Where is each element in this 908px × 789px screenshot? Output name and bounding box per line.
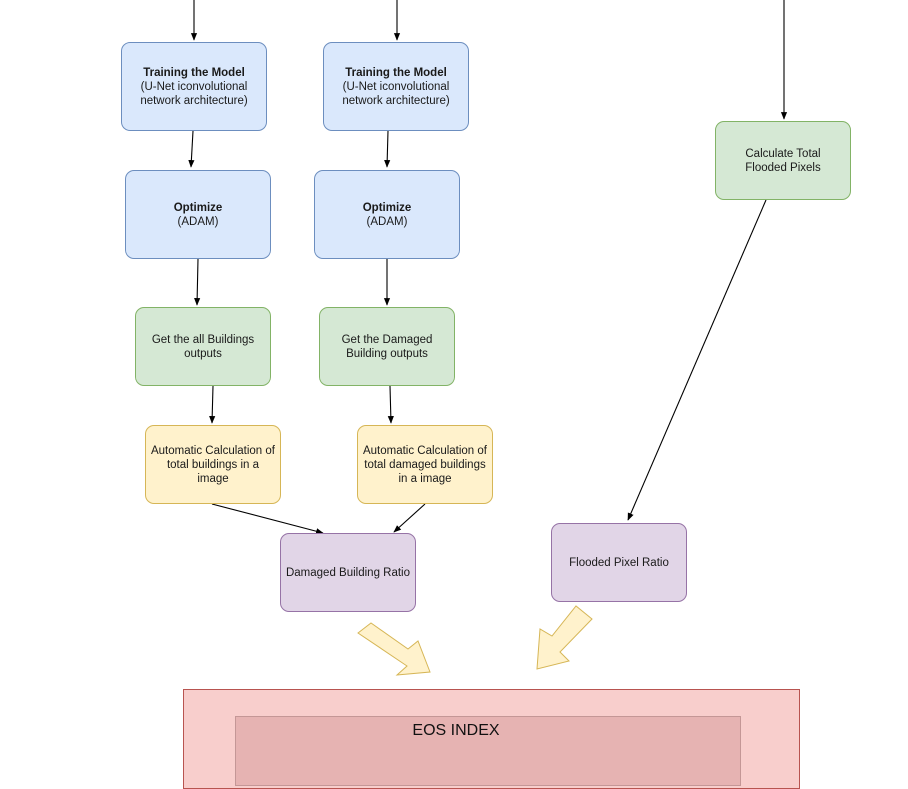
edge-calcdamaged-ratio	[393, 503, 426, 533]
edge-opt1-outall	[194, 258, 201, 306]
node-calc-total-buildings-label: Automatic Calculation of total buildings…	[150, 444, 275, 485]
node-train-model-1-title: Training the Model	[143, 66, 245, 79]
node-calc-total-buildings: Automatic Calculation of total buildings…	[145, 425, 281, 504]
node-train-model-1: Training the Model (U-Net iconvolutional…	[121, 42, 267, 131]
node-optimize-1-subtitle: (ADAM)	[177, 215, 219, 228]
eos-index-label: EOS INDEX	[412, 722, 500, 739]
edge-train2-opt2	[384, 130, 391, 168]
node-train-model-2-title: Training the Model	[345, 66, 447, 79]
edge-outall-calctotal	[209, 385, 216, 424]
edge-train1-opt1	[188, 130, 195, 168]
block-arrow-left	[357, 622, 431, 676]
node-train-model-2-subtitle: (U-Net iconvolutional network architectu…	[342, 80, 450, 107]
node-calc-damaged-buildings: Automatic Calculation of total damaged b…	[357, 425, 493, 504]
node-flooded-pixel-ratio-label: Flooded Pixel Ratio	[569, 556, 669, 569]
node-optimize-2-title: Optimize	[362, 201, 412, 214]
node-optimize-1: Optimize (ADAM)	[125, 170, 271, 259]
node-damaged-building-outputs: Get the Damaged Building outputs	[319, 307, 455, 386]
edge-calctotal-ratio	[211, 503, 324, 535]
node-flooded-pixel-ratio: Flooded Pixel Ratio	[551, 523, 687, 602]
edge-outdamaged-calcdamaged	[387, 385, 394, 424]
node-optimize-1-title: Optimize	[173, 201, 223, 214]
node-damaged-building-ratio: Damaged Building Ratio	[280, 533, 416, 612]
diagram-connectors	[188, 0, 788, 676]
node-optimize-2: Optimize (ADAM)	[314, 170, 460, 259]
node-train-model-2: Training the Model (U-Net iconvolutional…	[323, 42, 469, 131]
edge-flooded-total-ratio	[627, 199, 767, 521]
node-calc-total-flooded-pixels-label: Calculate Total Flooded Pixels	[745, 147, 821, 174]
node-all-buildings-outputs: Get the all Buildings outputs	[135, 307, 271, 386]
node-train-model-1-subtitle: (U-Net iconvolutional network architectu…	[140, 80, 248, 107]
node-damaged-building-outputs-label: Get the Damaged Building outputs	[341, 333, 433, 360]
node-damaged-building-ratio-label: Damaged Building Ratio	[285, 566, 411, 579]
block-arrow-right	[536, 605, 593, 670]
node-optimize-2-subtitle: (ADAM)	[366, 215, 408, 228]
node-calc-damaged-buildings-label: Automatic Calculation of total damaged b…	[362, 444, 487, 485]
node-calc-total-flooded-pixels: Calculate Total Flooded Pixels	[715, 121, 851, 200]
node-all-buildings-outputs-label: Get the all Buildings outputs	[151, 333, 255, 360]
